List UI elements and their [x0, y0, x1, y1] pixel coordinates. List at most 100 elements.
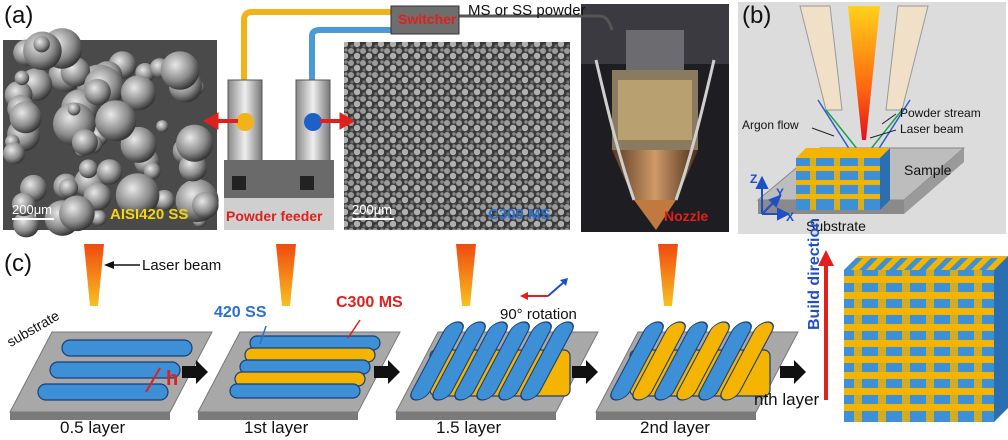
rotated-track — [498, 321, 552, 401]
laser-beam-cone-1 — [84, 244, 104, 306]
powder-feeder-device — [224, 79, 334, 230]
rotated-track — [698, 321, 752, 401]
powder-particle — [59, 195, 95, 232]
argon-flow-label: Argon flow — [742, 118, 799, 132]
powder-particle — [78, 159, 98, 179]
powder-particle — [11, 192, 36, 217]
rotated-track — [410, 321, 464, 401]
powder-particle — [67, 102, 81, 116]
ms-indicator-dot — [304, 113, 322, 131]
panel-c-label: (c) — [4, 250, 32, 277]
hatch-arrow — [145, 367, 161, 393]
switcher-label: Switcher — [398, 11, 457, 27]
powder-stream-label: Powder stream — [900, 106, 981, 120]
rotated-track — [432, 321, 486, 401]
nozzle-photo — [581, 4, 729, 232]
powder-particle — [115, 173, 160, 217]
panel-b-label: (b) — [742, 2, 772, 29]
argon-flow-lines — [817, 99, 911, 151]
powder-particle — [84, 78, 111, 106]
rotated-track — [454, 321, 508, 401]
panel-b — [738, 2, 1006, 234]
powder-particle — [9, 101, 42, 134]
step-0-5-layer-tracks — [37, 339, 193, 401]
scale-bar-right: 200μm — [352, 202, 393, 217]
rotated-track — [520, 321, 574, 401]
nth-layer-block — [844, 256, 1008, 422]
powder-particle — [176, 124, 214, 162]
panel-a-label: (a) — [4, 2, 34, 29]
rotation-arrow-icon — [520, 278, 568, 300]
powder-label-c300ms: C300 MS — [488, 206, 551, 223]
powder-label-420ss: AISI420 SS — [110, 206, 189, 223]
laser-beam-cone — [848, 6, 880, 140]
step-label-1-5-layer: 1.5 layer — [436, 418, 502, 437]
powder-particle — [156, 120, 169, 133]
step-label-nth-layer: nth layer — [754, 390, 820, 409]
sample-label: Sample — [904, 162, 952, 178]
hatch-spacing-label: h — [166, 368, 179, 390]
powder-particle — [33, 36, 50, 53]
step-arrows — [182, 360, 806, 384]
step-label-0-5-layer: 0.5 layer — [60, 418, 126, 437]
step-label-1st-layer: 1st layer — [244, 418, 309, 437]
powder-particle — [95, 100, 137, 142]
ms-label-leader — [347, 319, 361, 339]
rotation-label: 90° rotation — [500, 306, 577, 323]
label-leader-lines — [811, 113, 897, 139]
powder-particle — [160, 51, 200, 90]
step-1-5-layer-tracks — [410, 321, 574, 401]
powder-particle — [3, 142, 25, 165]
rotated-track — [476, 321, 530, 401]
powder-particle — [143, 162, 161, 180]
sem-image-c300ms — [344, 42, 570, 230]
axis-z-label: Z — [750, 172, 758, 186]
scale-bar-left: 200μm — [12, 202, 53, 217]
axis-triad — [755, 175, 791, 221]
rotated-track — [610, 321, 664, 401]
laser-beam-cone-4 — [658, 244, 678, 306]
switcher-box — [390, 5, 460, 35]
rotated-track — [654, 321, 708, 401]
build-direction-label: Build direction — [806, 218, 823, 330]
laser-beam-cone-3 — [456, 244, 476, 306]
ms-track-label: C300 MS — [336, 294, 403, 311]
ss-track-label: 420 SS — [214, 304, 267, 321]
powder-particle — [13, 211, 40, 238]
ss-label-leader — [259, 325, 267, 345]
step-label-2nd-layer: 2nd layer — [640, 418, 710, 437]
step-2nd-layer-tracks — [610, 321, 774, 401]
powder-stream-lines — [825, 109, 903, 151]
panel-a — [3, 4, 729, 238]
powder-particle — [14, 70, 30, 86]
ss-indicator-dot — [236, 113, 254, 131]
laser-beam-cone-2 — [276, 244, 296, 306]
powder-feeder-label: Powder feeder — [226, 208, 323, 224]
powder-particle — [71, 129, 98, 156]
sample-block — [796, 148, 890, 210]
laser-beam-label-b: Laser beam — [900, 122, 964, 136]
laser-beam-label-c: Laser beam — [142, 257, 222, 274]
powder-particle — [120, 126, 157, 163]
powder-choice-label: MS or SS powder — [468, 2, 586, 19]
scale-bar-left-line — [12, 218, 54, 220]
scale-bar-right-line — [352, 218, 394, 220]
powder-particle — [58, 178, 79, 198]
feeder-arrows — [202, 112, 356, 130]
step-1st-layer-tracks — [229, 335, 381, 399]
axis-y-label: Y — [776, 186, 785, 200]
rotated-track — [632, 321, 686, 401]
powder-hoses — [241, 9, 614, 80]
panel-c — [9, 244, 1008, 422]
powder-particle — [192, 191, 219, 219]
nozzle-label: Nozzle — [664, 208, 709, 224]
rotated-track — [676, 321, 730, 401]
powder-particle — [96, 159, 123, 185]
sem-image-420ss — [3, 28, 219, 238]
rotated-track — [720, 321, 774, 401]
axis-x-label: X — [786, 210, 795, 224]
substrate-label-b: Substrate — [806, 218, 866, 234]
nozzle-wall-left — [799, 5, 843, 111]
build-direction-arrow — [818, 250, 834, 400]
